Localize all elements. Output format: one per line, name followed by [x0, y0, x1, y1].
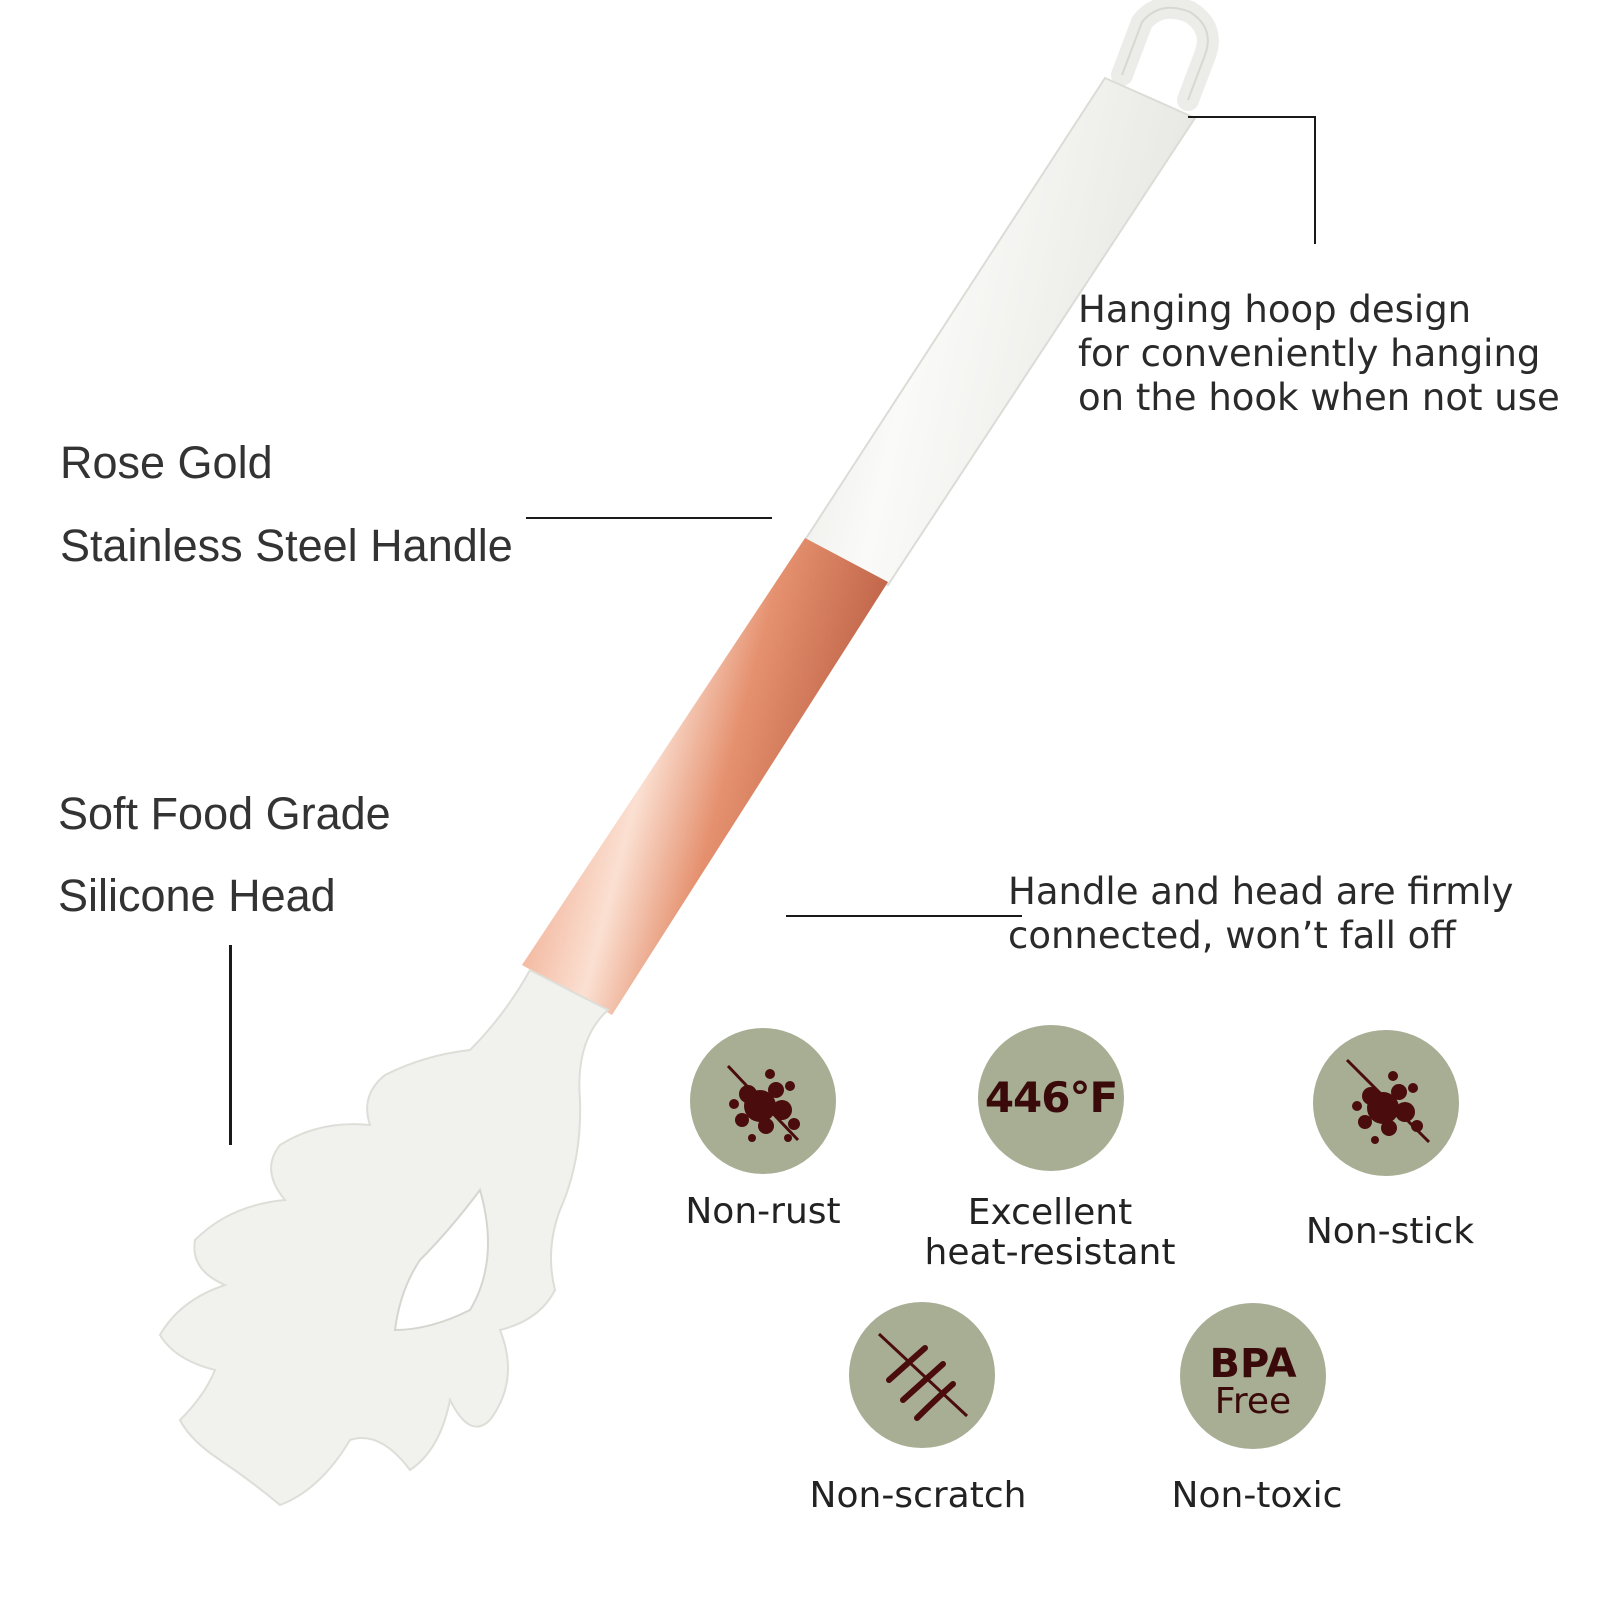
- hoop-description-line-3: on the hook when not use: [1078, 376, 1560, 419]
- hoop-description-line-2: for conveniently hanging: [1078, 332, 1541, 375]
- connection-callout-line: [786, 915, 1022, 917]
- heat-resistant-badge: 446°F: [978, 1025, 1124, 1171]
- hoop-callout-line-h: [1188, 116, 1316, 118]
- connection-description-line-1: Handle and head are firmly: [1008, 870, 1514, 913]
- non-scratch-badge: [849, 1302, 995, 1448]
- feature-label-heat-line-1: Excellent: [967, 1192, 1133, 1233]
- hoop-description-line-1: Hanging hoop design: [1078, 288, 1472, 331]
- white-handle: [803, 76, 1197, 587]
- rust-stain-icon: [726, 1064, 800, 1142]
- head-title-line-1: Soft Food Grade: [58, 788, 391, 839]
- feature-label-non-toxic: Non-toxic: [1171, 1475, 1343, 1516]
- bpa-badge-line-2: Free: [1214, 1381, 1292, 1422]
- temperature-badge-text: 446°F: [984, 1073, 1118, 1122]
- hoop-description: Hanging hoop design for conveniently han…: [1078, 288, 1560, 420]
- non-rust-badge: [690, 1028, 836, 1174]
- hoop-callout-line-v: [1314, 116, 1316, 244]
- non-stick-badge: [1313, 1030, 1459, 1176]
- feature-label-non-scratch: Non-scratch: [809, 1475, 1027, 1516]
- handle-callout-line: [526, 517, 772, 519]
- bpa-badge-line-1: BPA: [1209, 1341, 1297, 1387]
- handle-title-line-2: Stainless Steel Handle: [60, 520, 513, 571]
- silicone-head: [158, 968, 610, 1507]
- rose-gold-handle: [522, 538, 888, 1015]
- scratch-marks-icon: [877, 1332, 969, 1421]
- handle-title-line-1: Rose Gold: [60, 437, 273, 488]
- head-callout-line: [229, 945, 232, 1145]
- feature-label-heat-line-2: heat-resistant: [924, 1232, 1176, 1273]
- hanging-hoop: [1111, 0, 1219, 111]
- feature-label-non-rust: Non-rust: [685, 1191, 841, 1232]
- head-title-line-2: Silicone Head: [58, 870, 336, 921]
- feature-label-non-stick: Non-stick: [1305, 1211, 1475, 1252]
- feature-label-heat-resistant: Excellent heat-resistant: [910, 1193, 1190, 1273]
- bpa-free-badge: BPA Free: [1180, 1303, 1326, 1449]
- stain-crossed-icon: [1345, 1058, 1431, 1144]
- head-slot: [393, 1187, 489, 1332]
- connection-description-line-2: connected, won’t fall off: [1008, 914, 1456, 957]
- connection-description: Handle and head are firmly connected, wo…: [1008, 870, 1513, 958]
